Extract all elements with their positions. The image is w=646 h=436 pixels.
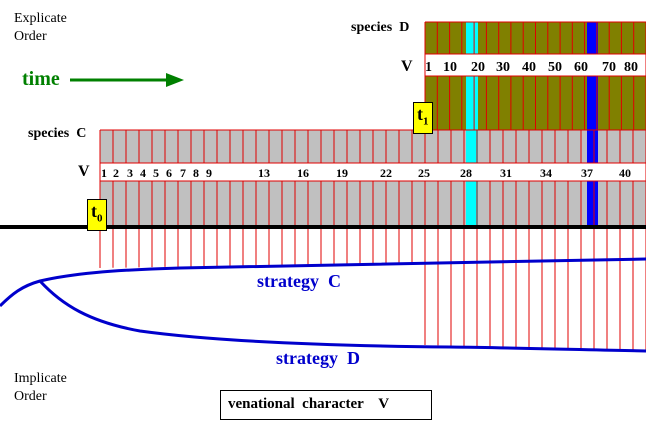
tick-label: 31 <box>500 166 512 180</box>
species-c-band <box>99 129 646 225</box>
v-axis-label-bottom: V <box>78 163 90 180</box>
strategy-c-curve <box>0 257 646 308</box>
explicate-line-2: Order <box>14 29 47 44</box>
implicate-order-label: Implicate Order <box>14 370 67 406</box>
species-c-value-row <box>99 162 646 182</box>
tick-label: 28 <box>460 166 472 180</box>
species-d-tick-labels: 1 10 20 30 40 50 60 70 80 <box>425 60 638 75</box>
time-arrow-icon <box>70 73 184 87</box>
time-label: time <box>22 68 60 90</box>
explicate-line-1: Explicate <box>14 11 67 26</box>
tick-label: 1 <box>425 60 432 75</box>
tick-label: 70 <box>602 60 616 75</box>
tick-label: 8 <box>193 166 199 180</box>
tick-label: 40 <box>522 60 536 75</box>
species-d-label: species D <box>351 20 410 35</box>
tick-label: 80 <box>624 60 638 75</box>
tick-label: 19 <box>336 166 348 180</box>
strategy-d-curve <box>38 279 646 353</box>
species-d-band <box>424 21 646 130</box>
explicate-order-label: Explicate Order <box>14 10 67 46</box>
species-d-blue-upper <box>587 22 598 54</box>
t1-letter: t <box>417 104 423 124</box>
strategy-c-label: strategy C <box>257 271 341 291</box>
tick-label: 2 <box>113 166 119 180</box>
tick-label: 4 <box>140 166 146 180</box>
species-c-cyan-lower <box>466 181 478 225</box>
tick-label: 3 <box>127 166 133 180</box>
implicate-line-1: Implicate <box>14 371 67 386</box>
species-d-value-row <box>424 53 646 77</box>
t1-subscript: 1 <box>423 115 429 128</box>
venational-character-label: venational character V <box>228 396 390 412</box>
tick-label: 20 <box>471 60 485 75</box>
tick-label: 13 <box>258 166 270 180</box>
tick-label: 6 <box>166 166 172 180</box>
species-c-label: species C <box>28 126 87 141</box>
tick-label: 16 <box>297 166 309 180</box>
v-axis-label-top: V <box>401 58 413 75</box>
tick-label: 10 <box>443 60 457 75</box>
t0-badge: t0 <box>87 199 107 231</box>
tick-label: 9 <box>206 166 212 180</box>
tick-label: 1 <box>101 166 107 180</box>
species-d-blue-lower <box>587 76 598 130</box>
species-c-blue-upper <box>587 130 598 163</box>
lower-grid-lines <box>99 229 646 351</box>
tick-label: 60 <box>574 60 588 75</box>
strategy-d-label: strategy D <box>276 348 360 368</box>
species-c-cyan-upper <box>466 130 478 163</box>
venational-character-box <box>220 390 432 420</box>
tick-label: 5 <box>153 166 159 180</box>
tick-label: 40 <box>619 166 631 180</box>
tick-label: 30 <box>496 60 510 75</box>
t0-letter: t <box>91 201 97 221</box>
tick-label: 7 <box>180 166 186 180</box>
tick-label: 50 <box>548 60 562 75</box>
t1-badge: t1 <box>413 102 433 134</box>
t0-subscript: 0 <box>97 212 103 225</box>
tick-label: 37 <box>581 166 593 180</box>
species-d-cyan-upper <box>466 22 478 54</box>
species-c-blue-lower <box>587 181 598 225</box>
implicate-line-2: Order <box>14 389 47 404</box>
tick-label: 22 <box>380 166 392 180</box>
species-d-cyan-lower <box>466 76 478 130</box>
tick-label: 34 <box>540 166 552 180</box>
tick-label: 25 <box>418 166 430 180</box>
